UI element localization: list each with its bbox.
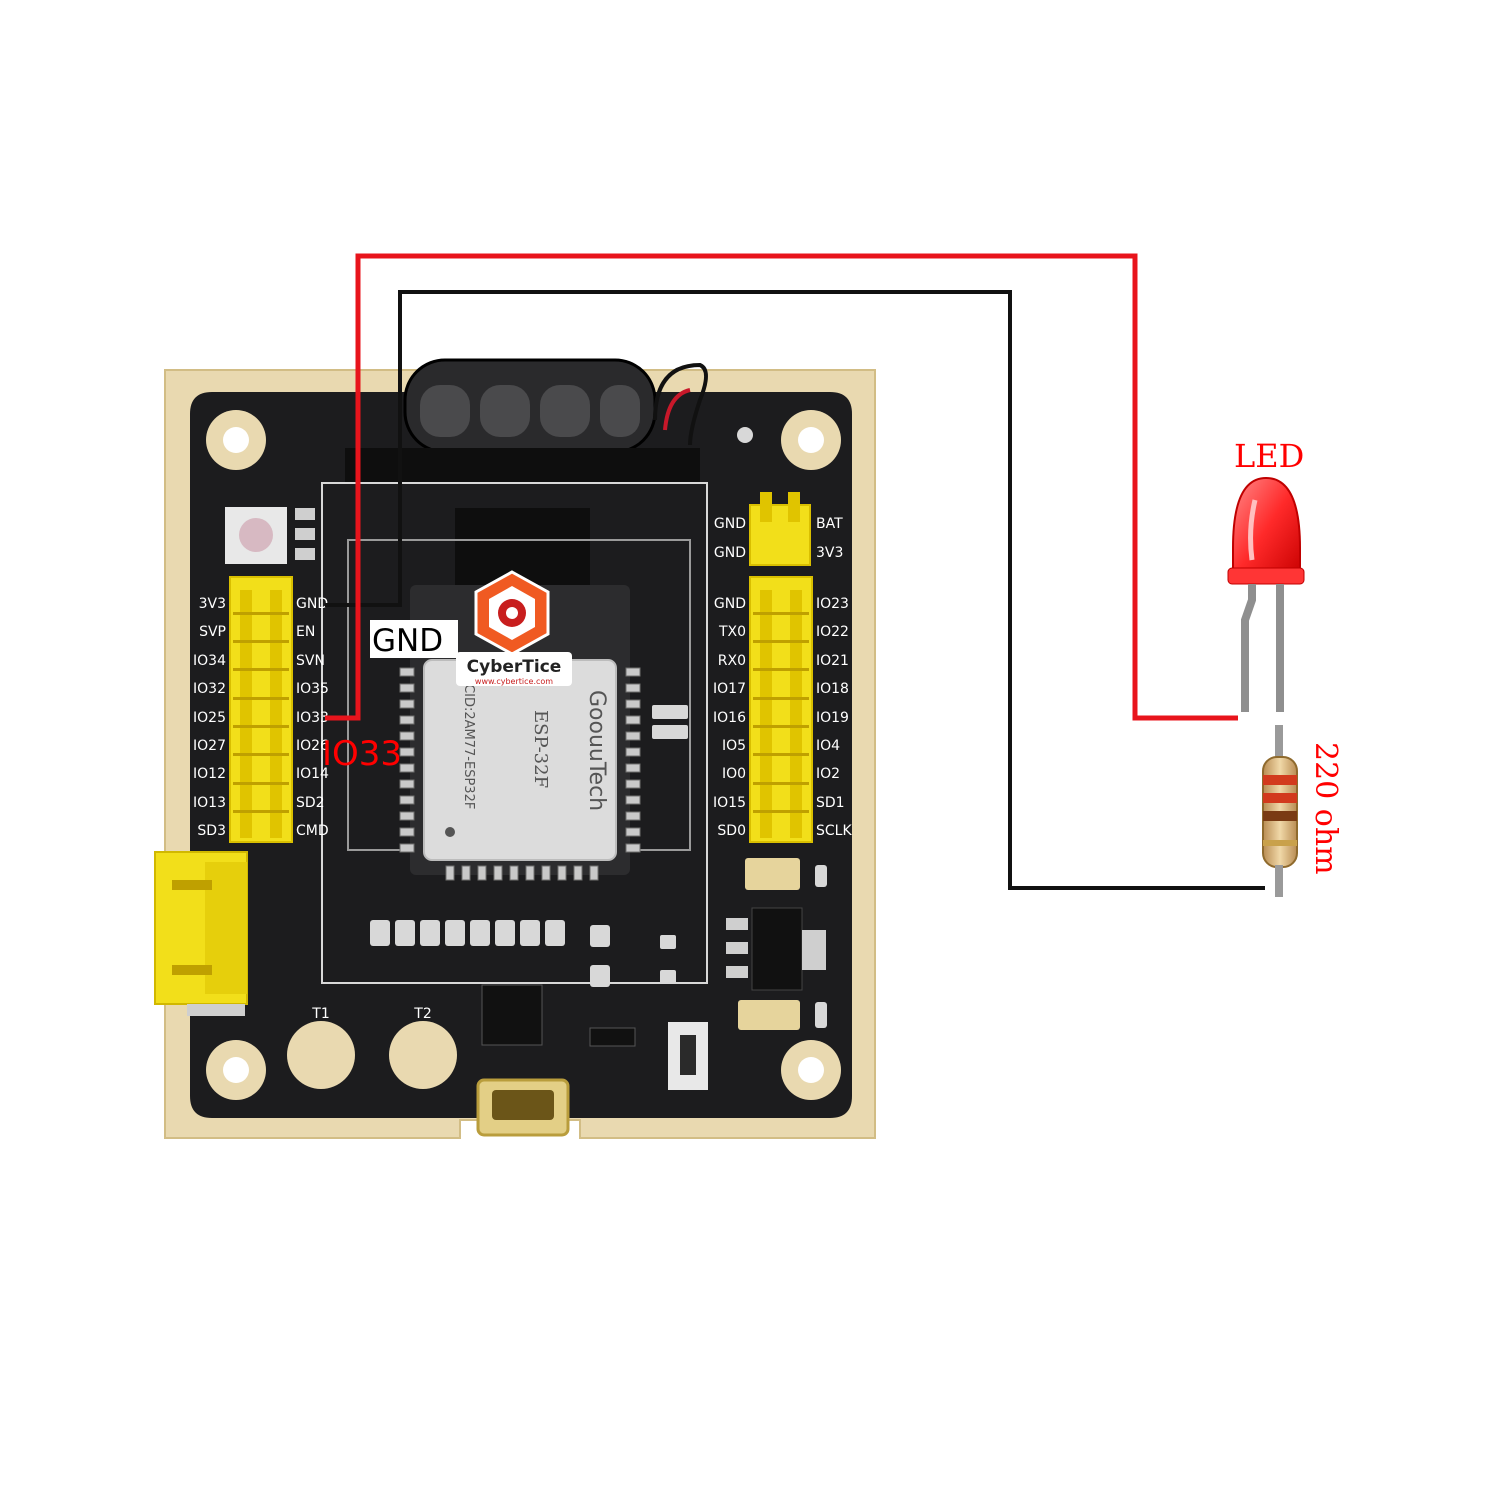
smd-components bbox=[370, 705, 827, 1030]
gnd-label-text: GND bbox=[372, 623, 443, 659]
gnd-wire bbox=[325, 290, 1265, 890]
pin-label: IO2 bbox=[816, 766, 840, 782]
right-outer-pin-labels: IO23 IO22 IO21 IO18 IO19 IO4 IO2 SD1 SCL… bbox=[816, 596, 852, 839]
pin-label: IO27 bbox=[193, 738, 226, 754]
pin-label: IO17 bbox=[713, 681, 746, 697]
pin-label: IO12 bbox=[193, 766, 226, 782]
pin-label: IO5 bbox=[722, 738, 746, 754]
pin-label: SVN bbox=[296, 653, 325, 669]
mounting-hole bbox=[206, 410, 266, 470]
pin-label: IO19 bbox=[816, 710, 849, 726]
jst-connector bbox=[154, 851, 248, 1016]
pin-label: IO16 bbox=[713, 710, 746, 726]
led-label: LED bbox=[1234, 437, 1304, 475]
logo-url: www.cybertice.com bbox=[475, 677, 553, 686]
micro-usb-port bbox=[476, 1078, 570, 1137]
touch-pad: T2 bbox=[389, 1006, 457, 1089]
pin-label: TX0 bbox=[718, 624, 746, 640]
pin-label: IO14 bbox=[296, 766, 329, 782]
pin-label: SVP bbox=[199, 624, 226, 640]
pin-label: IO32 bbox=[193, 681, 226, 697]
power-pin-labels: GND GND BAT 3V3 bbox=[714, 516, 844, 561]
mounting-hole bbox=[781, 1040, 841, 1100]
right-pin-header bbox=[749, 576, 813, 843]
touch-pad: T1 bbox=[287, 1006, 355, 1089]
pin-label: IO18 bbox=[816, 681, 849, 697]
pin-label: IO21 bbox=[816, 653, 849, 669]
left-inner-pin-labels: GND EN SVN IO35 IO33 IO26 IO14 SD2 CMD bbox=[296, 596, 329, 839]
pin-label: GND bbox=[714, 516, 746, 532]
pin-label: IO34 bbox=[193, 653, 226, 669]
pin-label: IO22 bbox=[816, 624, 849, 640]
pin-label: IO26 bbox=[296, 738, 329, 754]
gnd-label: GND bbox=[370, 620, 458, 659]
pin-label: GND bbox=[296, 596, 328, 612]
mounting-hole bbox=[781, 410, 841, 470]
pin-label: CMD bbox=[296, 823, 329, 839]
pin-label: IO4 bbox=[816, 738, 840, 754]
io33-label-text: IO33 bbox=[322, 734, 402, 774]
pin-label: BAT bbox=[816, 516, 843, 532]
pin-label: IO25 bbox=[193, 710, 226, 726]
pin-label: EN bbox=[296, 624, 315, 640]
pin-label: 3V3 bbox=[199, 596, 226, 612]
pin-label: SD1 bbox=[816, 795, 845, 811]
reset-button bbox=[668, 1022, 708, 1090]
left-pin-header bbox=[229, 576, 293, 843]
pin-label: IO15 bbox=[713, 795, 746, 811]
esp32-board: GoouuTech ESP-32F CCID:2AM77-ESP32F bbox=[154, 358, 876, 1139]
pin-label: IO33 bbox=[296, 710, 329, 726]
resistor bbox=[1262, 725, 1298, 897]
io33-wire bbox=[325, 253, 1238, 721]
pin-label: RX0 bbox=[718, 653, 746, 669]
pin-label: IO23 bbox=[816, 596, 849, 612]
voltage-regulator bbox=[726, 907, 826, 991]
usb-serial-chip bbox=[481, 984, 636, 1047]
module-brand: GoouuTech bbox=[584, 690, 609, 811]
pin-label: IO0 bbox=[722, 766, 746, 782]
module-model: ESP-32F bbox=[530, 710, 551, 788]
touch-pad-label: T1 bbox=[311, 1006, 329, 1022]
left-outer-pin-labels: 3V3 SVP IO34 IO32 IO25 IO27 IO12 IO13 SD… bbox=[193, 596, 226, 839]
pin-label: GND bbox=[714, 596, 746, 612]
io33-label: IO33 bbox=[322, 734, 402, 774]
pin-label: SD0 bbox=[717, 823, 746, 839]
pin-label: IO13 bbox=[193, 795, 226, 811]
red-led bbox=[1227, 476, 1305, 712]
power-pin-header bbox=[749, 492, 811, 566]
pin-label: SD3 bbox=[197, 823, 226, 839]
pin-label: 3V3 bbox=[816, 545, 843, 561]
cybertice-logo: CyberTice www.cybertice.com bbox=[456, 570, 572, 686]
mounting-hole bbox=[206, 1040, 266, 1100]
pin-label: SD2 bbox=[296, 795, 325, 811]
pin-label: GND bbox=[714, 545, 746, 561]
rgb-led bbox=[225, 507, 315, 564]
resistor-label: 220 ohm bbox=[1308, 742, 1343, 875]
right-inner-pin-labels: GND TX0 RX0 IO17 IO16 IO5 IO0 IO15 SD0 bbox=[713, 596, 746, 839]
logo-name: CyberTice bbox=[467, 657, 562, 677]
module-ccid: CCID:2AM77-ESP32F bbox=[461, 675, 476, 809]
pin-label: SCLK bbox=[816, 823, 852, 839]
pin-label: IO35 bbox=[296, 681, 329, 697]
touch-pad-label: T2 bbox=[413, 1006, 431, 1022]
